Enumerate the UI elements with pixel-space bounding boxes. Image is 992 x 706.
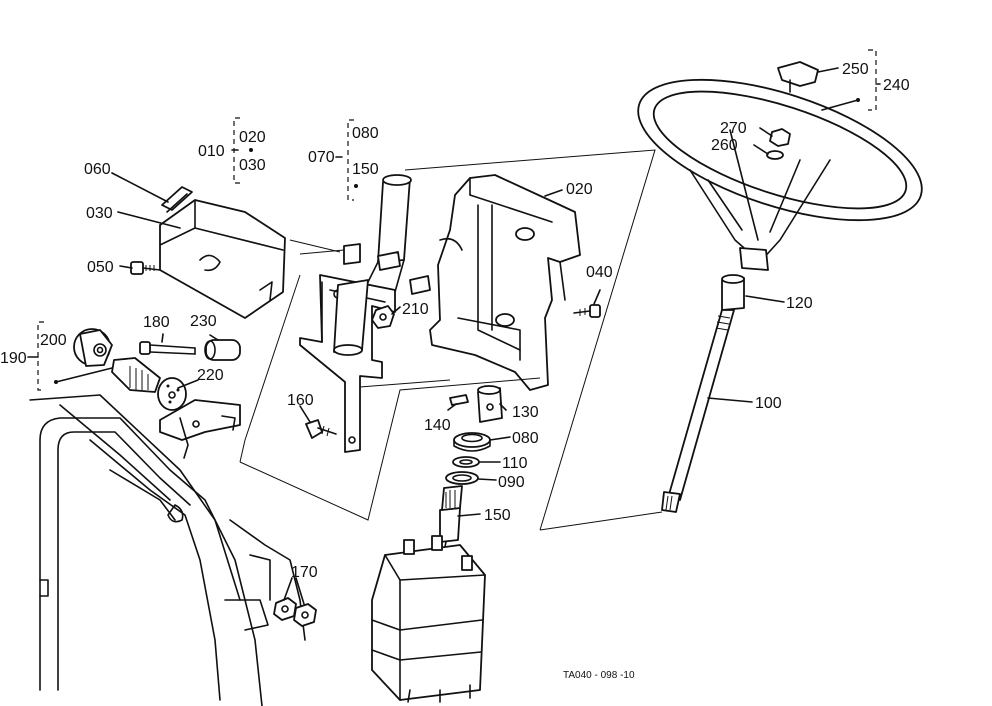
shaft-100 [661,309,735,513]
label-030-ref: 030 [239,157,266,174]
plate-060 [161,186,193,213]
label-140: 140 [424,417,451,434]
bearing-080 [453,432,491,452]
label-210: 210 [402,301,429,318]
bolt-050 [130,261,161,275]
housing-020 [429,174,581,391]
label-030: 030 [86,205,113,222]
ring-090 [445,471,479,485]
label-120: 120 [786,295,813,312]
pin-140 [449,394,469,406]
label-110: 110 [502,455,528,472]
drawing-code: TA040 - 098 -10 [563,670,635,681]
label-060: 060 [84,161,111,178]
dashboard-frame [29,394,306,706]
coupler-130 [477,385,503,423]
nuts-170 [273,597,317,627]
label-050: 050 [87,259,114,276]
leader-lines [27,49,881,605]
cover-030 [159,199,286,319]
washer-260 [766,150,784,160]
bushing-120 [721,274,745,311]
label-170: 170 [291,564,318,581]
cap-250 [777,61,819,93]
label-100: 100 [755,395,782,412]
sleeve-230 [204,339,241,361]
pin-180 [139,341,196,355]
label-220: 220 [197,367,224,384]
label-160: 160 [287,392,314,409]
washer-110 [452,456,480,468]
assembly-lines [239,149,663,531]
label-080-ref: 080 [352,125,379,142]
steering-wheel-240 [637,78,923,271]
nut-270 [769,128,791,147]
label-150-ref: 150 [352,161,379,178]
plate-220 [157,377,187,411]
shaft-150 [439,485,463,561]
label-090: 090 [498,474,525,491]
label-260: 260 [711,137,738,154]
label-020-ref: 020 [239,129,266,146]
label-240: 240 [883,77,910,94]
label-150: 150 [484,507,511,524]
bolt-160 [305,419,337,439]
label-200: 200 [40,332,67,349]
label-040: 040 [586,264,613,281]
label-180: 180 [143,314,170,331]
label-070: 070 [308,149,335,166]
nut-210 [371,305,395,329]
column-tube-080 [333,174,412,356]
knob-200 [73,328,113,367]
label-080: 080 [512,430,539,447]
switch-shaft [111,357,161,393]
label-270: 270 [720,120,747,137]
label-190: 190 [0,350,27,367]
label-020: 020 [566,181,593,198]
screw-040 [573,304,601,318]
part-labels: 010 020 030 060 030 050 070 080 150 020 … [0,61,910,681]
steering-unit [371,535,486,703]
label-250: 250 [842,61,869,78]
label-230: 230 [190,313,217,330]
bracket-small [159,399,241,459]
label-130: 130 [512,404,539,421]
label-010: 010 [198,143,225,160]
tab-brackets [343,243,431,295]
